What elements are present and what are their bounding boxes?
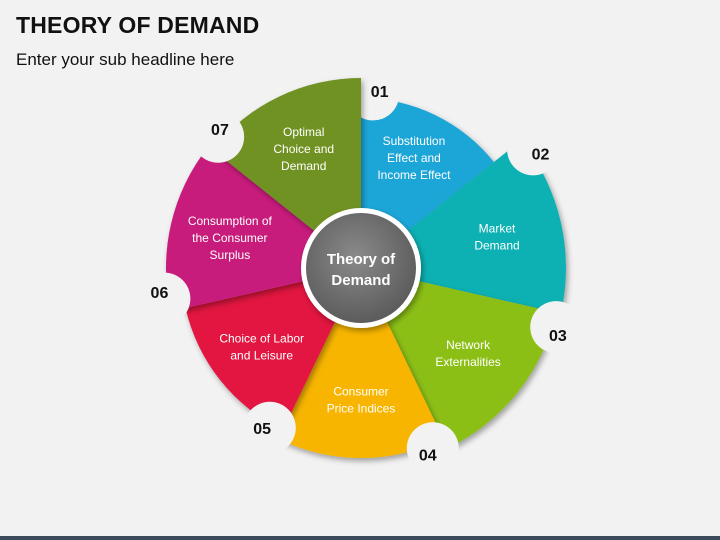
segment-label-05-line-2: and Leisure [230, 349, 293, 363]
segment-label-04-line-2: Price Indices [327, 402, 396, 416]
segment-number-01: 01 [371, 84, 389, 101]
segment-label-05-line-1: Choice of Labor [219, 332, 304, 346]
segment-07 [212, 78, 361, 232]
center-title-line-2: Demand [331, 272, 390, 289]
segment-label-07-line-3: Demand [281, 159, 326, 173]
segment-label-01-line-3: Income Effect [377, 168, 451, 182]
page-subtitle: Enter your sub headline here [16, 50, 235, 69]
segment-label-06-line-2: the Consumer [192, 231, 267, 245]
segment-number-04: 04 [419, 447, 437, 464]
segment-notch-02 [507, 123, 560, 176]
segment-label-02-line-2: Demand [474, 238, 519, 252]
segment-label-01-line-1: Substitution [383, 134, 446, 148]
segment-label-04-line-1: Consumer [333, 385, 388, 399]
segment-notch-07 [192, 110, 245, 163]
segment-02 [406, 140, 566, 314]
page-title: THEORY OF DEMAND [16, 12, 260, 38]
segment-notch-06 [138, 272, 191, 325]
segment-number-02: 02 [532, 146, 550, 163]
segment-label-07-line-2: Choice and [273, 142, 334, 156]
center-hub: Theory of Demand [301, 208, 421, 328]
segment-04 [278, 320, 444, 458]
segment-number-07: 07 [211, 122, 229, 139]
segment-06 [166, 146, 316, 312]
segment-label-02-line-1: Market [479, 221, 516, 235]
segment-label-03-line-1: Network [446, 338, 491, 352]
segment-number-05: 05 [253, 421, 271, 438]
segment-number-03: 03 [549, 328, 567, 345]
segment-notch-03 [530, 301, 583, 354]
segment-label-03-line-2: Externalities [435, 355, 500, 369]
segment-label-07-line-1: Optimal [283, 125, 324, 139]
segment-03 [386, 280, 556, 449]
segment-05 [185, 280, 336, 431]
bottom-bar [0, 536, 720, 540]
segment-notch-05 [243, 401, 296, 454]
segment-label-06-line-1: Consumption of [188, 214, 273, 228]
segment-number-06: 06 [151, 285, 169, 302]
segment-label-01-line-2: Effect and [387, 151, 441, 165]
segment-label-06-line-3: Surplus [210, 248, 251, 262]
segment-01 [361, 98, 494, 232]
center-title-line-1: Theory of [327, 251, 396, 268]
center-hub-disc [306, 213, 416, 323]
segment-notch-04 [406, 422, 459, 475]
